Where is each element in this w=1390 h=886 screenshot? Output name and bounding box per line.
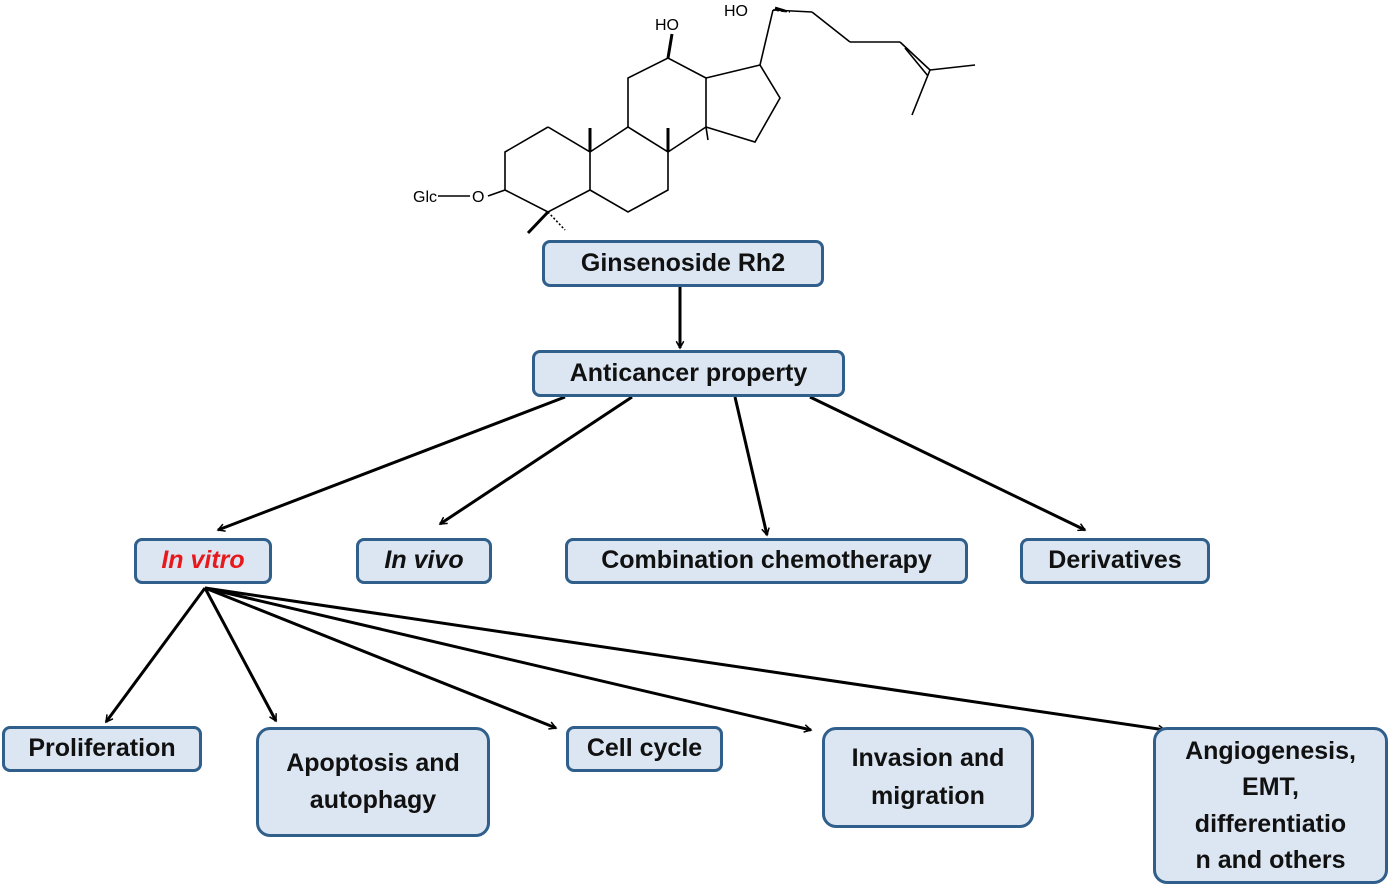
node-invasion-line-1: Invasion and [851,744,1005,772]
arrow-in-vitro-to-angiogenesis [204,586,1165,730]
arrow-in-vitro-to-invasion [204,586,811,730]
node-angio-line-4: n and others [1195,845,1346,874]
node-proliferation-label: Proliferation [28,734,176,763]
node-angiogenesis-emt: Angiogenesis, EMT, differentiatio n and … [1153,727,1388,884]
hydroxyl-label-12: HO [655,17,679,34]
node-anticancer-property: Anticancer property [532,350,845,397]
node-ginsenoside-rh2: Ginsenoside Rh2 [542,240,824,287]
node-ginsenoside-rh2-label: Ginsenoside Rh2 [580,248,786,277]
node-angio-line-2: EMT, [1242,773,1299,802]
ginsenoside-structure [438,6,976,235]
node-invasion-migration: Invasion and migration [822,727,1034,828]
arrow-in-vitro-to-apoptosis [203,587,278,721]
node-apoptosis-line-1: Apoptosis and [286,748,460,777]
node-invasion-line-2: migration [871,781,985,810]
node-in-vitro-label: In vitro [161,546,245,575]
node-apoptosis-line-2: autophagy [309,786,437,814]
arrow-anticancer-to-in-vitro [218,395,566,530]
node-cell-cycle: Cell cycle [566,726,723,772]
arrow-in-vitro-to-cell-cycle [204,586,556,728]
node-in-vitro: In vitro [134,538,272,584]
node-angio-line-3: differentiatio [1194,809,1347,838]
glc-label: Glc [413,189,437,206]
node-angio-line-1: Angiogenesis, [1185,737,1356,765]
node-in-vivo: In vivo [356,538,492,584]
arrow-anticancer-to-derivatives [809,395,1085,532]
arrow-anticancer-to-in-vivo [440,395,633,526]
node-derivatives: Derivatives [1020,538,1210,584]
node-cell-cycle-label: Cell cycle [586,734,703,763]
node-apoptosis-autophagy: Apoptosis and autophagy [256,727,490,837]
hydroxyl-label-20: HO [724,3,748,20]
node-in-vivo-label: In vivo [384,546,464,575]
arrow-anticancer-to-combination [733,396,767,535]
node-combination-chemotherapy-label: Combination chemotherapy [601,546,932,575]
node-proliferation: Proliferation [2,726,202,772]
node-combination-chemotherapy: Combination chemotherapy [565,538,968,584]
node-anticancer-property-label: Anticancer property [569,358,808,387]
node-derivatives-label: Derivatives [1048,546,1182,575]
arrow-in-vitro-to-proliferation [104,587,207,722]
oxygen-label: O [472,189,484,206]
